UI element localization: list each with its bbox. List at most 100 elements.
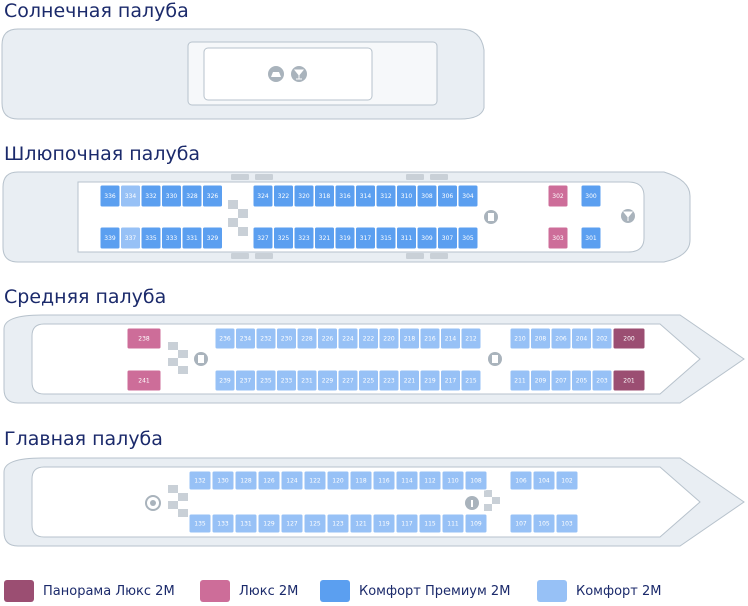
- elevator-icon: [488, 352, 502, 366]
- legend-swatch: [537, 580, 567, 602]
- cabin-117[interactable]: [395, 513, 419, 534]
- cabin-302[interactable]: [547, 184, 569, 208]
- cabin-122[interactable]: [303, 470, 327, 491]
- cabin-107[interactable]: [509, 513, 533, 534]
- cabin-number: 239: [219, 378, 231, 385]
- cabin-number: 235: [260, 378, 272, 385]
- elevator-icon: [484, 210, 498, 224]
- cabin-number: 322: [278, 193, 290, 200]
- cabin-number: 336: [104, 193, 116, 200]
- cabin-111[interactable]: [441, 513, 465, 534]
- cabin-number: 127: [286, 521, 298, 528]
- cabin-115[interactable]: [418, 513, 442, 534]
- cabin-number: 130: [217, 478, 229, 485]
- cabin-305[interactable]: [457, 226, 479, 250]
- cabin-number: 103: [561, 521, 573, 528]
- cabin-number: 223: [383, 378, 395, 385]
- cabin-132[interactable]: [188, 470, 212, 491]
- cabin-number: 304: [462, 193, 474, 200]
- cabin-114[interactable]: [395, 470, 419, 491]
- deck-title-sun: Солнечная палуба: [4, 0, 189, 22]
- cabin-126[interactable]: [257, 470, 281, 491]
- cabin-200[interactable]: [612, 327, 646, 350]
- cabin-number: 330: [166, 193, 178, 200]
- sun-deck-inner: [203, 47, 373, 101]
- cabin-116[interactable]: [372, 470, 396, 491]
- cabin-number: 226: [322, 336, 334, 343]
- cabin-number: 200: [623, 336, 635, 343]
- cabin-number: 214: [445, 336, 457, 343]
- cabin-112[interactable]: [418, 470, 442, 491]
- cabin-number: 236: [219, 336, 231, 343]
- stairs-icon: [484, 490, 500, 511]
- cabin-number: 300: [585, 193, 597, 200]
- cabin-number: 234: [240, 336, 252, 343]
- cabin-number: 227: [342, 378, 354, 385]
- legend-swatch: [4, 580, 34, 602]
- cabin-number: 305: [462, 235, 474, 242]
- cabin-238[interactable]: [126, 327, 162, 350]
- cabin-number: 120: [332, 478, 344, 485]
- lifeboats: [231, 174, 448, 259]
- cabin-202[interactable]: [591, 327, 613, 350]
- cabin-203[interactable]: [591, 369, 613, 392]
- reception-icon: [145, 495, 161, 511]
- cabin-241[interactable]: [126, 369, 162, 392]
- cabin-301[interactable]: [580, 226, 602, 250]
- cabin-number: 335: [145, 235, 157, 242]
- cabin-number: 125: [309, 521, 321, 528]
- cabin-127[interactable]: [280, 513, 304, 534]
- legend-label: Люкс 2М: [239, 583, 299, 599]
- cabin-number: 221: [404, 378, 416, 385]
- cabin-number: 232: [260, 336, 272, 343]
- cabin-201[interactable]: [612, 369, 646, 392]
- cabin-109[interactable]: [464, 513, 488, 534]
- cabin-104[interactable]: [532, 470, 556, 491]
- cabin-number: 121: [355, 521, 367, 528]
- cabin-119[interactable]: [372, 513, 396, 534]
- cabin-number: 334: [125, 193, 137, 200]
- cabin-124[interactable]: [280, 470, 304, 491]
- cabin-103[interactable]: [555, 513, 579, 534]
- cabin-106[interactable]: [509, 470, 533, 491]
- cabin-number: 230: [281, 336, 293, 343]
- cabin-128[interactable]: [234, 470, 258, 491]
- cabin-329[interactable]: [202, 226, 223, 250]
- cabin-120[interactable]: [326, 470, 350, 491]
- cabin-304[interactable]: [457, 184, 479, 208]
- cabin-number: 109: [470, 521, 482, 528]
- cabin-number: 202: [596, 336, 608, 343]
- cabin-number: 105: [538, 521, 550, 528]
- cabin-number: 133: [217, 521, 229, 528]
- cabin-number: 116: [378, 478, 390, 485]
- cabin-number: 316: [339, 193, 351, 200]
- cabin-number: 331: [186, 235, 198, 242]
- cabin-125[interactable]: [303, 513, 327, 534]
- cabin-110[interactable]: [441, 470, 465, 491]
- cabin-108[interactable]: [464, 470, 488, 491]
- cabin-number: 237: [240, 378, 252, 385]
- deck-title-middle: Средняя палуба: [4, 286, 167, 308]
- cabin-105[interactable]: [532, 513, 556, 534]
- cabin-300[interactable]: [580, 184, 602, 208]
- cabin-number: 131: [240, 521, 252, 528]
- cabin-133[interactable]: [211, 513, 235, 534]
- cabin-212[interactable]: [460, 327, 482, 350]
- cabin-129[interactable]: [257, 513, 281, 534]
- legend-swatch: [320, 580, 350, 602]
- cabin-number: 327: [257, 235, 269, 242]
- cabin-121[interactable]: [349, 513, 373, 534]
- cabin-131[interactable]: [234, 513, 258, 534]
- cabin-number: 320: [298, 193, 310, 200]
- cabin-215[interactable]: [460, 369, 482, 392]
- cabin-102[interactable]: [555, 470, 579, 491]
- cabin-326[interactable]: [202, 184, 223, 208]
- cabin-135[interactable]: [188, 513, 212, 534]
- cabin-303[interactable]: [547, 226, 569, 250]
- cabin-number: 211: [514, 378, 526, 385]
- cabin-130[interactable]: [211, 470, 235, 491]
- legend-label: Комфорт Премиум 2М: [359, 583, 511, 599]
- cabin-118[interactable]: [349, 470, 373, 491]
- cabin-123[interactable]: [326, 513, 350, 534]
